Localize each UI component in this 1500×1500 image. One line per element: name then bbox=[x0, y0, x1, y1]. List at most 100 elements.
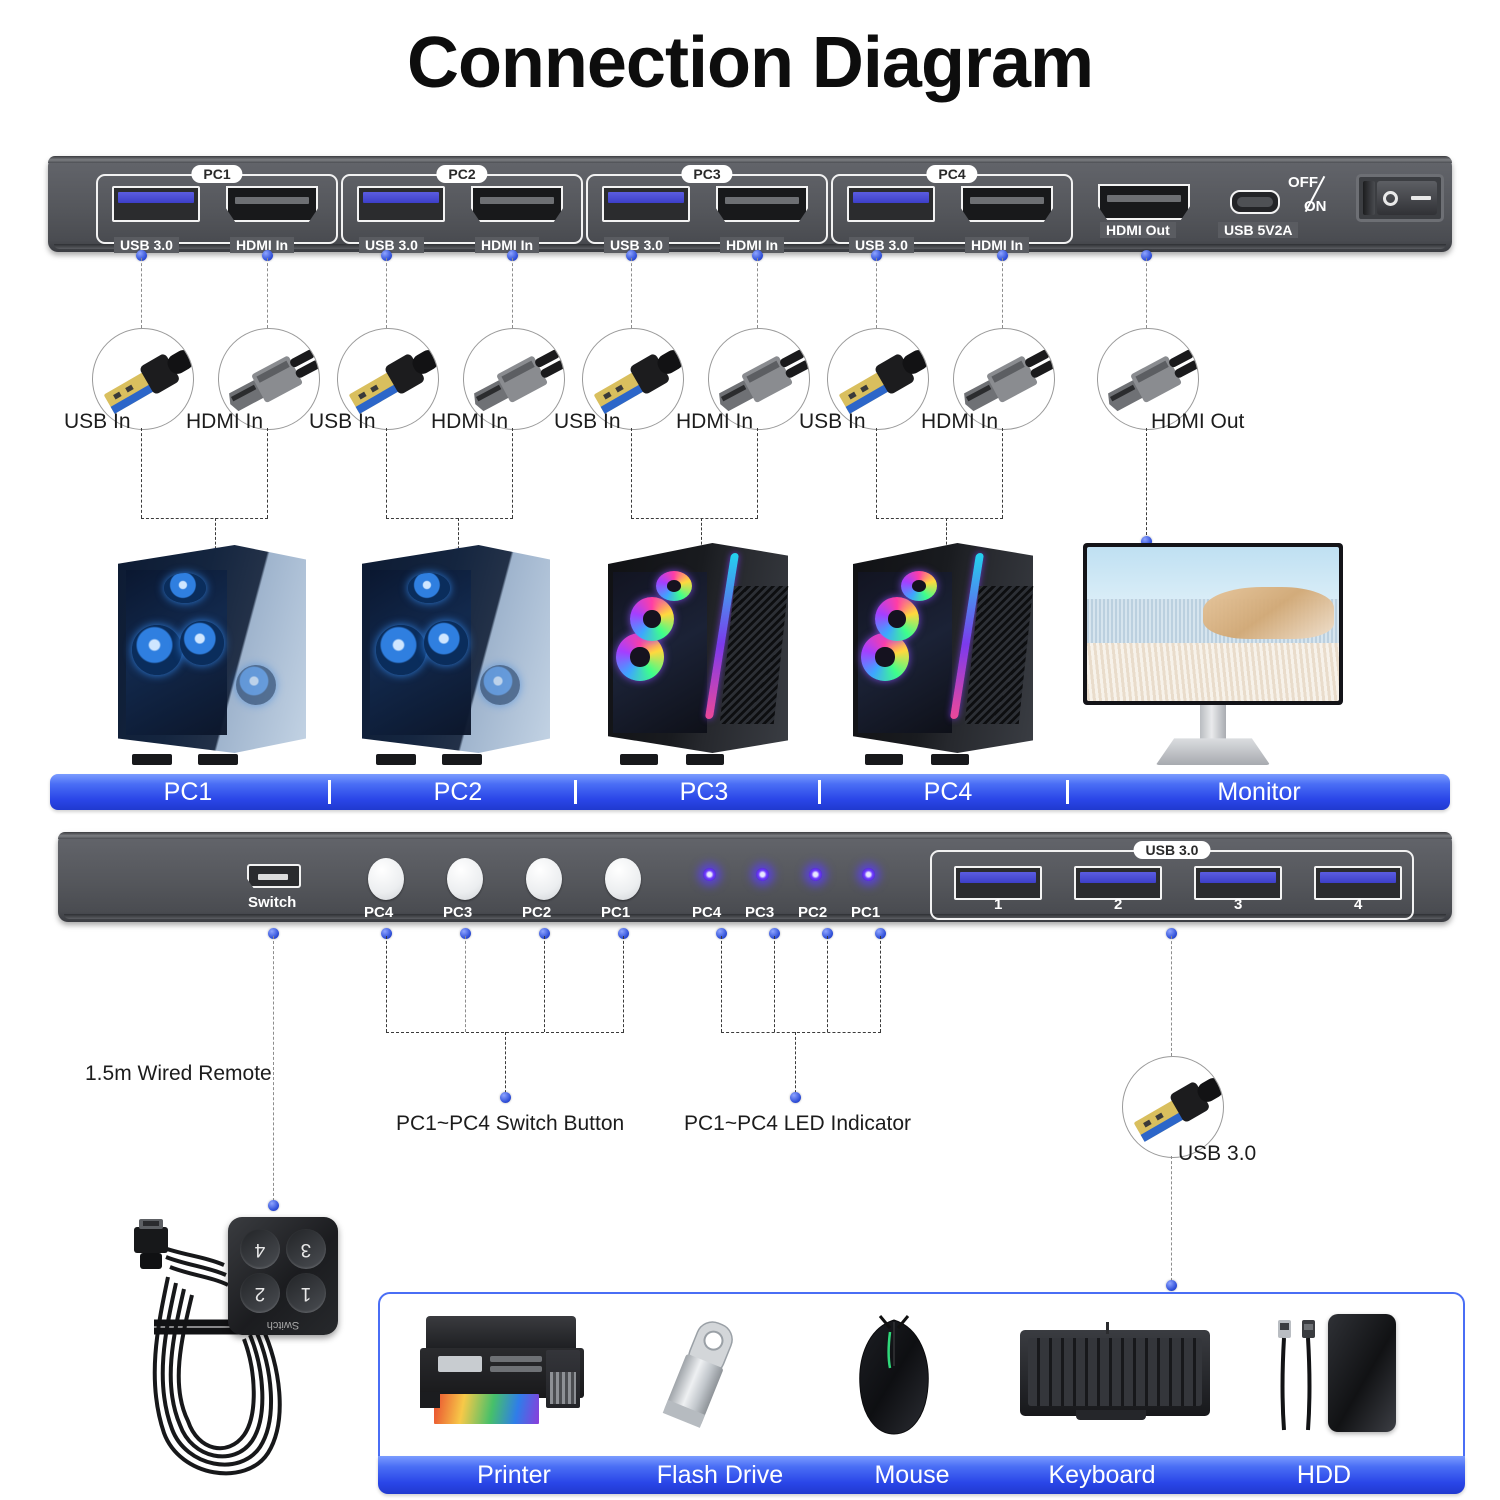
hdmi-connector-icon bbox=[474, 349, 564, 412]
case-fan-icon bbox=[376, 625, 426, 675]
connector-line bbox=[1146, 258, 1147, 328]
rocker-inner bbox=[1363, 181, 1375, 215]
hdmi-in-port-pc3[interactable] bbox=[716, 186, 808, 222]
caption-separator bbox=[574, 780, 577, 804]
usb-a-connector-icon bbox=[839, 350, 928, 414]
page-title: Connection Diagram bbox=[406, 23, 1094, 103]
caption-hdd: HDD bbox=[1296, 1460, 1352, 1489]
caption-flash-drive: Flash Drive bbox=[656, 1460, 784, 1489]
caption-pc2: PC2 bbox=[433, 777, 483, 806]
remote-keypad: 4 3 2 1 Switch bbox=[228, 1217, 338, 1335]
usb-hub-port-3[interactable] bbox=[1194, 866, 1282, 900]
port-group-tag: PC1 bbox=[191, 165, 243, 183]
connector-line bbox=[876, 258, 877, 328]
hdmi-in-port-pc2[interactable] bbox=[471, 186, 563, 222]
switch-button-pc1[interactable] bbox=[605, 858, 641, 900]
connector-line bbox=[1171, 1156, 1172, 1286]
usb-power-label: USB 5V2A bbox=[1218, 222, 1299, 238]
usb-hub-port-2[interactable] bbox=[1074, 866, 1162, 900]
rgb-fan-icon bbox=[630, 597, 674, 641]
callout-bubble-usb-in-3 bbox=[582, 328, 684, 430]
switch-button-label-pc4: PC4 bbox=[364, 904, 394, 921]
usb3-port-pc1[interactable] bbox=[112, 186, 200, 222]
remote-brand-label: Switch bbox=[266, 1319, 300, 1331]
led-indicator-pc3 bbox=[756, 868, 769, 881]
usb3-port-pc4[interactable] bbox=[847, 186, 935, 222]
caption-mouse: Mouse bbox=[874, 1460, 950, 1489]
port-group-tag: PC2 bbox=[436, 165, 488, 183]
usb-hub-port-label-4: 4 bbox=[1354, 896, 1363, 913]
switch-button-pc3[interactable] bbox=[447, 858, 483, 900]
hdmi-out-port[interactable] bbox=[1098, 184, 1190, 220]
bracket-line bbox=[876, 428, 877, 518]
chassis-edge-bottom bbox=[64, 914, 1446, 919]
case-fan-icon bbox=[132, 625, 182, 675]
connector-dot bbox=[875, 928, 886, 939]
remote-button-2[interactable]: 2 bbox=[240, 1273, 280, 1313]
hdmi-in-port-pc1[interactable] bbox=[226, 186, 318, 222]
tower-foot bbox=[686, 754, 724, 765]
remote-button-3[interactable]: 3 bbox=[286, 1229, 326, 1269]
caption-pc4: PC4 bbox=[923, 777, 973, 806]
hdmi-connector-icon bbox=[964, 349, 1054, 412]
tower-foot bbox=[620, 754, 658, 765]
switch-button-pc2[interactable] bbox=[526, 858, 562, 900]
annotation-usb30: USB 3.0 bbox=[1178, 1142, 1257, 1165]
switch-button-pc4[interactable] bbox=[368, 858, 404, 900]
callout-bubble-usb-in-4 bbox=[827, 328, 929, 430]
pc-tower-1 bbox=[118, 535, 306, 765]
remote-switch-port[interactable] bbox=[247, 864, 301, 888]
connector-dot bbox=[752, 250, 763, 261]
connector-dot bbox=[790, 1092, 801, 1103]
bracket-line bbox=[458, 518, 459, 554]
led-indicator-pc2 bbox=[809, 868, 822, 881]
case-fan-icon bbox=[164, 573, 206, 603]
callout-bubble-hdmi-out bbox=[1097, 328, 1199, 430]
usb3-port-label: USB 3.0 bbox=[359, 237, 424, 253]
usb3-port-label: USB 3.0 bbox=[849, 237, 914, 253]
device-caption-bar: PC1 PC2 PC3 PC4 Monitor bbox=[50, 774, 1450, 810]
power-rocker-switch[interactable] bbox=[1356, 174, 1444, 222]
rgb-fan-icon bbox=[901, 571, 937, 601]
mini-usb-plug-icon bbox=[134, 1219, 168, 1269]
connector-line bbox=[141, 258, 142, 328]
connector-line bbox=[273, 936, 274, 1206]
usb-c-power-port[interactable] bbox=[1230, 190, 1280, 214]
connector-dot bbox=[539, 928, 550, 939]
monitor-screen bbox=[1087, 547, 1339, 702]
rgb-fan-icon bbox=[656, 571, 692, 601]
usb-a-connector-icon bbox=[104, 350, 193, 414]
remote-button-4[interactable]: 4 bbox=[240, 1229, 280, 1269]
hdmi-in-label: HDMI In bbox=[475, 237, 540, 253]
bracket-line bbox=[631, 518, 758, 519]
tower-foot bbox=[442, 754, 482, 765]
connector-line bbox=[512, 258, 513, 328]
connector-line bbox=[631, 258, 632, 328]
chassis-edge bbox=[48, 156, 1452, 163]
callout-label: HDMI Out bbox=[1151, 410, 1245, 433]
connector-dot bbox=[822, 928, 833, 939]
hdd-icon bbox=[1270, 1314, 1400, 1436]
usb3-port-pc2[interactable] bbox=[357, 186, 445, 222]
usb3-port-pc3[interactable] bbox=[602, 186, 690, 222]
bracket-line bbox=[623, 936, 624, 1032]
led-indicator-pc4 bbox=[703, 868, 716, 881]
caption-separator bbox=[328, 780, 331, 804]
remote-button-1[interactable]: 1 bbox=[286, 1273, 326, 1313]
hdmi-in-label: HDMI In bbox=[230, 237, 295, 253]
case-fan-icon bbox=[236, 665, 276, 705]
rgb-fan-icon bbox=[861, 633, 909, 681]
case-fan-icon bbox=[480, 665, 520, 705]
caption-separator bbox=[1066, 780, 1069, 804]
usb-hub-port-1[interactable] bbox=[954, 866, 1042, 900]
monitor bbox=[1083, 543, 1343, 765]
rgb-fan-icon bbox=[616, 633, 664, 681]
usb-hub-port-4[interactable] bbox=[1314, 866, 1402, 900]
hdmi-in-port-pc4[interactable] bbox=[961, 186, 1053, 222]
bracket-line bbox=[876, 518, 1003, 519]
hdmi-in-label: HDMI In bbox=[965, 237, 1030, 253]
callout-bubble-hdmi-in-3 bbox=[708, 328, 810, 430]
port-group-tag: PC4 bbox=[926, 165, 978, 183]
usb-hub-port-label-3: 3 bbox=[1234, 896, 1243, 913]
connector-dot bbox=[381, 928, 392, 939]
